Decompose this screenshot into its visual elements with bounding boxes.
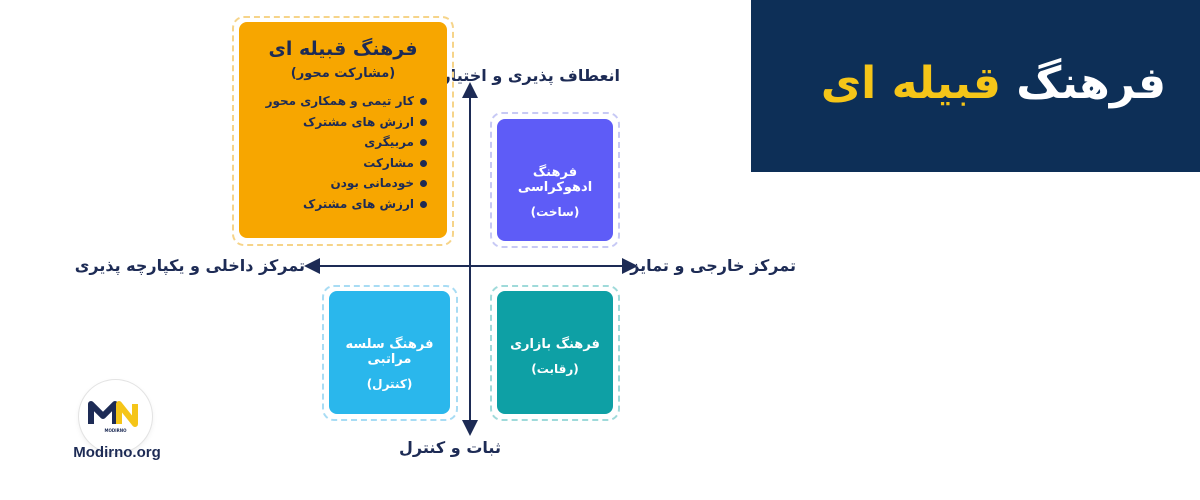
axis-label-top: انعطاف پذیری و اختیار <box>441 66 620 85</box>
list-item: مشارکت <box>239 153 427 174</box>
svg-text:MODIRNO: MODIRNO <box>104 428 127 433</box>
logo-mark-icon: MODIRNO <box>88 401 138 433</box>
adhocracy-title: فرهنگ ادهوکراسی <box>517 165 593 195</box>
list-item: مربیگری <box>239 132 427 153</box>
modirno-logo: MODIRNO <box>79 380 152 453</box>
list-item: خودمانی بودن <box>239 173 427 194</box>
hierarchy-culture-box: فرهنگ سلسه مراتبی (کنترل) <box>329 291 450 414</box>
axis-label-left: تمرکز داخلی و یکپارچه پذیری <box>74 256 305 275</box>
site-url: Modirno.org <box>73 444 161 461</box>
clan-subtitle: (مشارکت محور) <box>290 66 396 81</box>
axis-label-bottom: ثبات و کنترل <box>399 438 501 457</box>
list-item: ارزش های مشترک <box>239 112 427 133</box>
market-subtitle: (رقابت) <box>531 362 579 376</box>
list-item: کار تیمی و همکاری محور <box>239 91 427 112</box>
clan-culture-box: فرهنگ قبیله ای (مشارکت محور) کار تیمی و … <box>239 22 447 238</box>
clan-traits-list: کار تیمی و همکاری محور ارزش های مشترک مر… <box>239 91 447 214</box>
adhocracy-subtitle: (ساخت) <box>530 205 580 219</box>
hierarchy-title: فرهنگ سلسه مراتبی <box>345 337 434 367</box>
market-culture-box: فرهنگ بازاری (رقابت) <box>497 291 613 414</box>
title-banner: فرهنگ قبیله ای <box>751 0 1200 172</box>
hierarchy-quadrant-frame <box>322 285 458 421</box>
axis-label-right: تمرکز خارجی و تمایز <box>630 256 796 275</box>
hierarchy-subtitle: (کنترل) <box>366 377 413 391</box>
banner-title-word1: فرهنگ <box>1016 58 1166 109</box>
market-title: فرهنگ بازاری <box>510 337 600 352</box>
banner-title: فرهنگ قبیله ای <box>821 58 1166 109</box>
list-item: ارزش های مشترک <box>239 194 427 215</box>
market-quadrant-frame <box>490 285 620 421</box>
adhocracy-culture-box: فرهنگ ادهوکراسی (ساخت) <box>497 119 613 241</box>
clan-quadrant-frame <box>232 16 454 246</box>
banner-title-word2: قبیله ای <box>820 58 1001 109</box>
clan-title: فرهنگ قبیله ای <box>268 38 418 60</box>
adhocracy-quadrant-frame <box>490 112 620 248</box>
